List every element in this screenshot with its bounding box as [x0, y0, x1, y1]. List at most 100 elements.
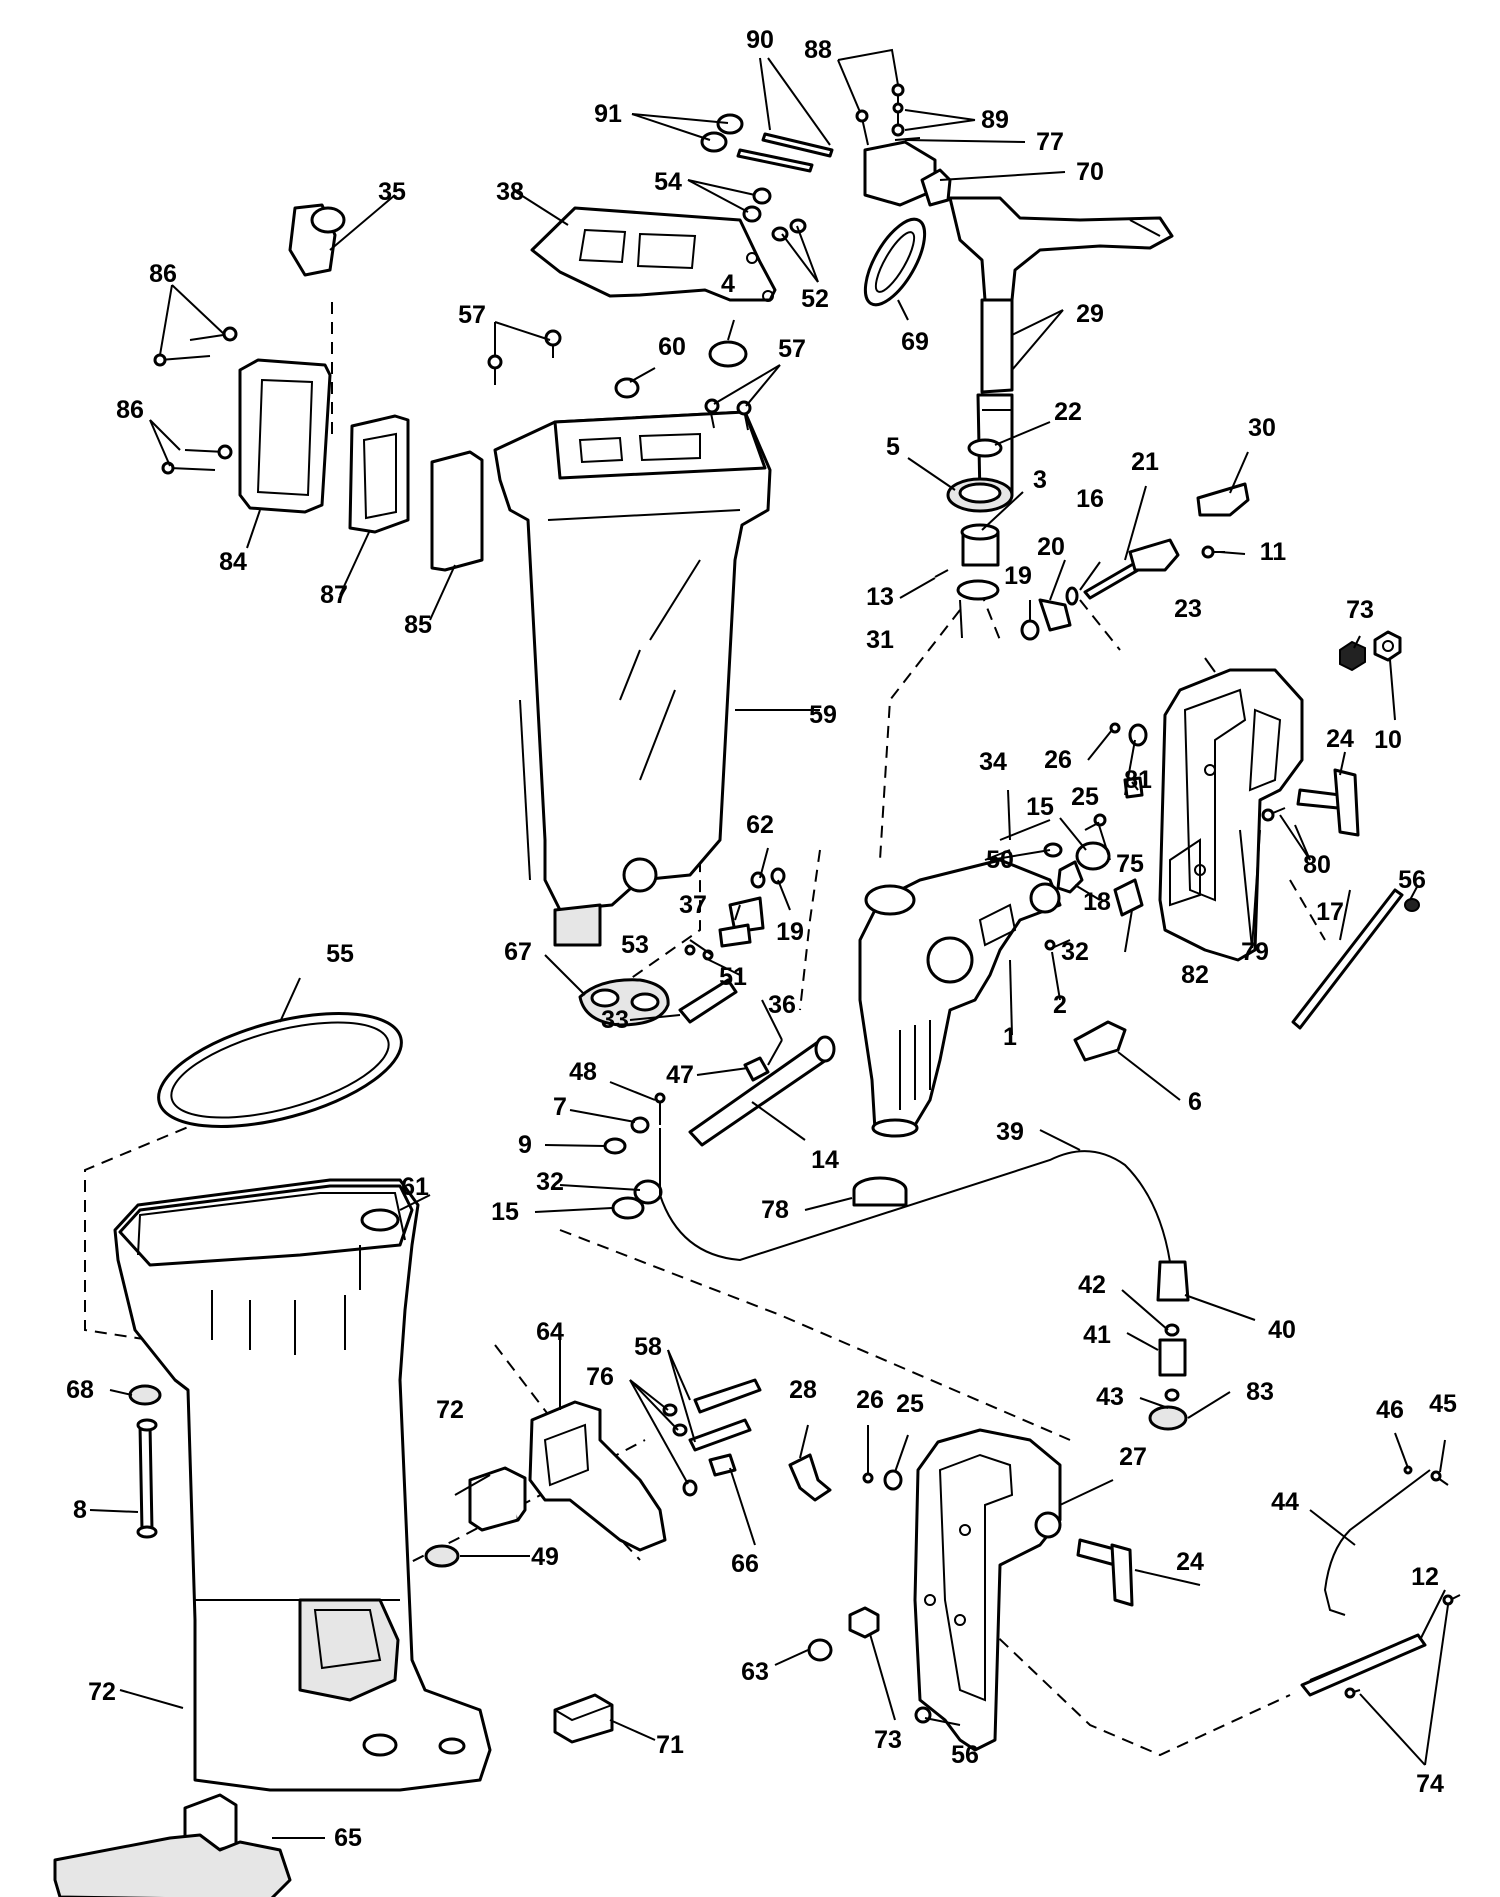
- callout-12: 12: [1411, 1563, 1439, 1591]
- rear-mount-assembly: [53, 1378, 762, 1897]
- callout-36: 36: [768, 991, 796, 1019]
- callout-8: 8: [73, 1496, 87, 1524]
- tilt-tube-hardware: [578, 867, 836, 1147]
- callout-2: 2: [1053, 991, 1067, 1019]
- drain-hardware: [128, 1384, 162, 1539]
- callout-75: 75: [1116, 850, 1144, 878]
- callout-48: 48: [569, 1058, 597, 1086]
- callout-82: 82: [1181, 961, 1209, 989]
- callout-23: 23: [1174, 595, 1202, 623]
- callout-70: 70: [1076, 158, 1104, 186]
- callout-51: 51: [719, 963, 747, 991]
- callout-56b: 56: [951, 1741, 979, 1769]
- callout-19b: 19: [776, 918, 804, 946]
- exhaust-cover-assembly: [153, 203, 484, 572]
- ground-strap-assembly: [1300, 1465, 1461, 1699]
- callout-72b: 72: [88, 1678, 116, 1706]
- callout-59: 59: [809, 701, 837, 729]
- callout-31: 31: [866, 626, 894, 654]
- callout-52: 52: [801, 285, 829, 313]
- stern-bracket-27: [788, 1428, 1134, 1752]
- leader-lines: [89, 48, 1449, 1839]
- callout-15a: 15: [1026, 793, 1054, 821]
- callout-38: 38: [496, 178, 524, 206]
- callout-44: 44: [1271, 1488, 1299, 1516]
- callout-17: 17: [1316, 898, 1344, 926]
- callout-57b: 57: [778, 335, 806, 363]
- callout-7: 7: [553, 1093, 567, 1121]
- callout-37: 37: [679, 891, 707, 919]
- callout-63: 63: [741, 1658, 769, 1686]
- callout-80: 80: [1303, 851, 1331, 879]
- callout-10: 10: [1374, 726, 1402, 754]
- callout-68: 68: [66, 1376, 94, 1404]
- callout-53: 53: [621, 931, 649, 959]
- callout-65: 65: [334, 1824, 362, 1852]
- callout-29: 29: [1076, 300, 1104, 328]
- callout-27: 27: [1119, 1443, 1147, 1471]
- exhaust-housing-59: [493, 410, 772, 947]
- callout-42: 42: [1078, 1271, 1106, 1299]
- callout-21: 21: [1131, 448, 1159, 476]
- callout-62: 62: [746, 811, 774, 839]
- callout-79: 79: [1241, 938, 1269, 966]
- callout-28: 28: [789, 1376, 817, 1404]
- callout-43: 43: [1096, 1383, 1124, 1411]
- steering-arm-assembly: [700, 83, 1174, 507]
- callout-72a: 72: [436, 1396, 464, 1424]
- callout-64: 64: [536, 1318, 564, 1346]
- callout-30: 30: [1248, 414, 1276, 442]
- callout-89: 89: [981, 106, 1009, 134]
- callout-24b: 24: [1176, 1548, 1204, 1576]
- callout-24a: 24: [1326, 725, 1354, 753]
- callout-15b: 15: [491, 1198, 519, 1226]
- callout-41: 41: [1083, 1321, 1111, 1349]
- callout-40: 40: [1268, 1316, 1296, 1344]
- callout-73b: 73: [874, 1726, 902, 1754]
- seal-ring-55: [157, 1011, 403, 1129]
- shift-rod-assembly: [1083, 482, 1250, 600]
- callout-13: 13: [866, 583, 894, 611]
- callout-86b: 86: [116, 396, 144, 424]
- callout-84: 84: [219, 548, 247, 576]
- callout-16: 16: [1076, 485, 1104, 513]
- callout-47: 47: [666, 1061, 694, 1089]
- callout-39: 39: [996, 1118, 1024, 1146]
- callout-78: 78: [761, 1196, 789, 1224]
- callout-4: 4: [721, 270, 735, 298]
- callout-81: 81: [1124, 766, 1152, 794]
- callout-76: 76: [586, 1363, 614, 1391]
- callout-45: 45: [1429, 1390, 1457, 1418]
- callout-69: 69: [901, 328, 929, 356]
- callout-90: 90: [746, 26, 774, 54]
- callout-55: 55: [326, 940, 354, 968]
- callout-73a: 73: [1346, 596, 1374, 624]
- callout-50: 50: [986, 846, 1014, 874]
- callout-85: 85: [404, 611, 432, 639]
- callout-60: 60: [658, 333, 686, 361]
- callout-1: 1: [1003, 1023, 1017, 1051]
- callout-57a: 57: [458, 301, 486, 329]
- callout-74: 74: [1416, 1770, 1444, 1798]
- callout-32a: 32: [1061, 938, 1089, 966]
- callout-87: 87: [320, 581, 348, 609]
- callout-25a: 25: [1071, 783, 1099, 811]
- callout-14: 14: [811, 1146, 839, 1174]
- exhaust-plate-gasket-38: [530, 206, 777, 302]
- callout-91: 91: [594, 100, 622, 128]
- lower-exhaust-housing-61: [113, 1178, 492, 1792]
- callout-46: 46: [1376, 1396, 1404, 1424]
- callout-71: 71: [656, 1731, 684, 1759]
- callout-labels: 90 88 89 91 77 70 35 38 54 86 52 29 4 57…: [66, 26, 1457, 1852]
- callout-83: 83: [1246, 1378, 1274, 1406]
- callout-32b: 32: [536, 1168, 564, 1196]
- lower-left-small-parts: [603, 1092, 666, 1220]
- callout-66: 66: [731, 1550, 759, 1578]
- stern-bracket-23: [1075, 630, 1420, 1030]
- callout-35: 35: [378, 178, 406, 206]
- callout-18: 18: [1083, 888, 1111, 916]
- callout-6: 6: [1188, 1088, 1202, 1116]
- swivel-bracket-1: [852, 819, 1144, 1207]
- callout-54: 54: [654, 168, 682, 196]
